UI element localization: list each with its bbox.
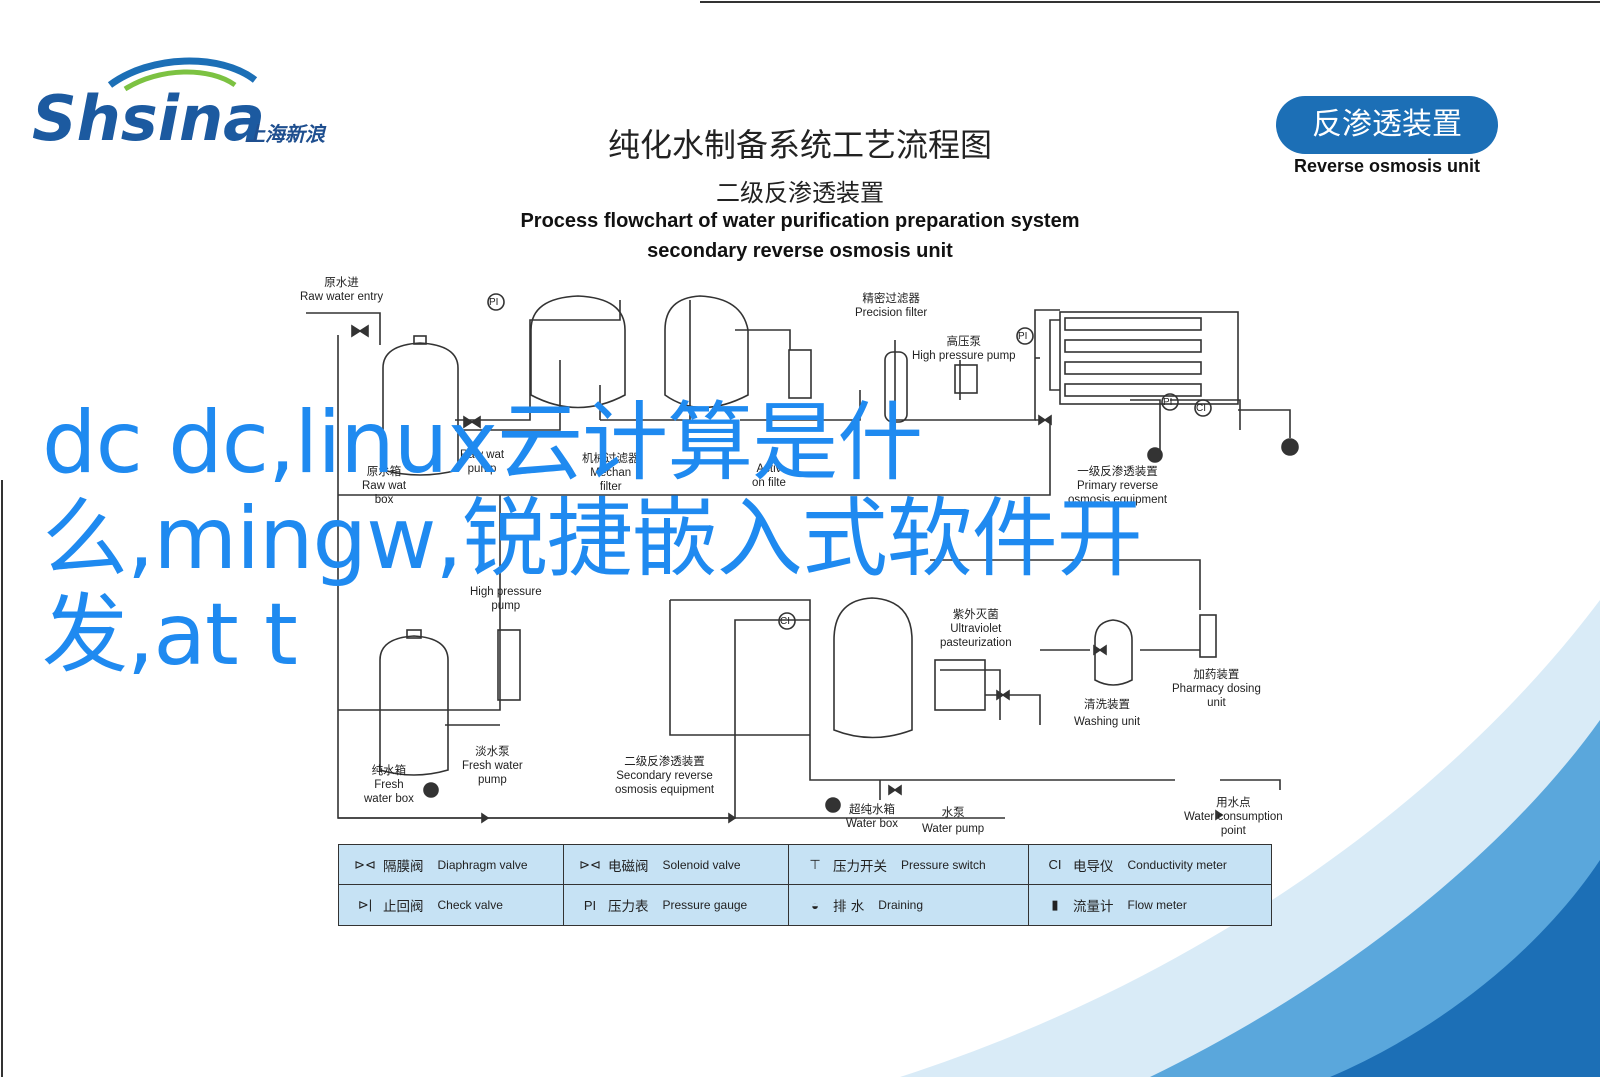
- pressure-switch-icon: ⊤: [809, 856, 821, 872]
- ci-meter-label-1: CI: [1196, 403, 1206, 414]
- pressure-gauge-icon: PI: [583, 897, 597, 913]
- diaphragm-valve-icon: ⊳⊲: [354, 856, 376, 872]
- overlay-headline: dc dc,linux云计算是什么,mingw,锐捷嵌入式软件开发,at t: [42, 393, 1143, 685]
- draining-icon: ◒: [811, 897, 819, 913]
- solenoid-valve-icon: ⊳⊲: [579, 856, 601, 872]
- page-subtitle-en: secondary reverse osmosis unit: [647, 240, 953, 262]
- page-title-en: Process flowchart of water purification …: [520, 210, 1080, 232]
- page-title: 纯化水制备系统工艺流程图: [607, 126, 992, 164]
- pi-gauge-label-2: PI: [1018, 331, 1028, 342]
- pi-gauge-label-3: PI: [1163, 397, 1173, 408]
- logo-subtitle: 上海新浪: [245, 122, 325, 146]
- flow-meter-icon: ▮: [1051, 897, 1059, 912]
- pi-gauge-label-1: PI: [489, 297, 499, 308]
- ci-meter-label-2: CI: [780, 616, 790, 627]
- page-subtitle-cn: 二级反渗透装置: [716, 179, 884, 207]
- brand-logo: Shsina: [32, 57, 265, 155]
- conductivity-meter-icon: CI: [1048, 857, 1062, 872]
- ro-badge: 反渗透装置: [1276, 96, 1498, 154]
- ro-badge-caption: Reverse osmosis unit: [1293, 156, 1481, 176]
- check-valve-icon: ⊳|: [357, 897, 373, 912]
- logo-wordmark: Shsina: [32, 82, 265, 155]
